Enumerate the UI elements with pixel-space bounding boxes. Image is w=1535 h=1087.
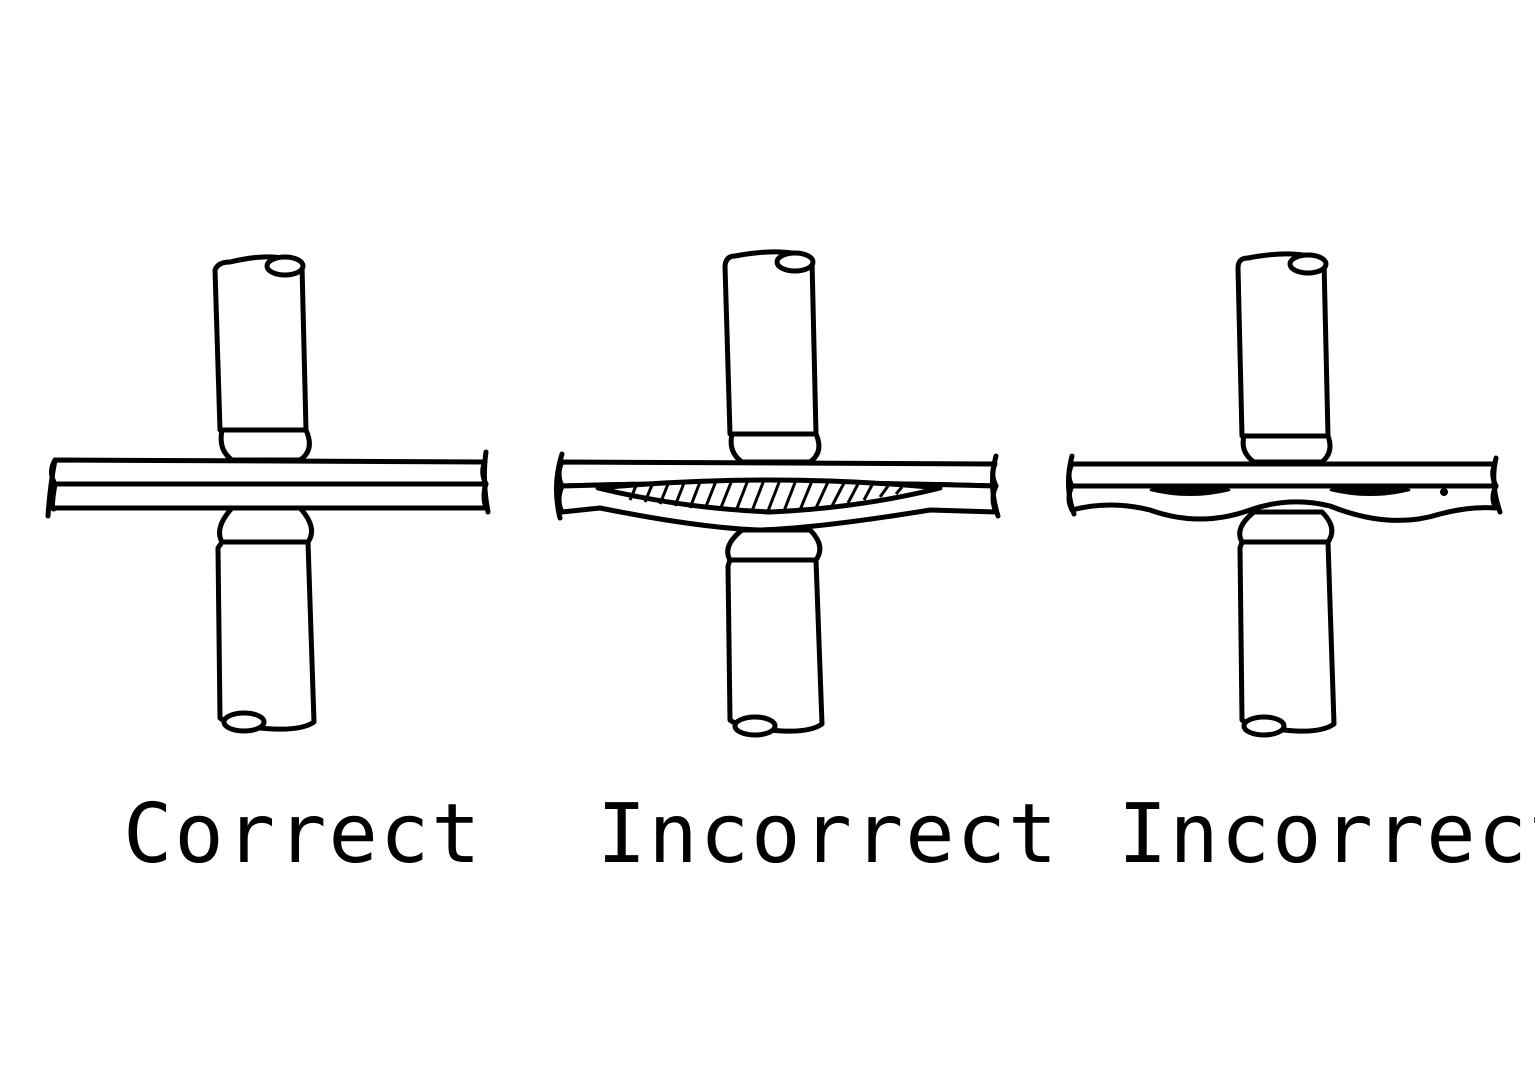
upper-electrode xyxy=(1235,251,1333,465)
electrode-tip xyxy=(218,427,312,463)
electrode-end-cap xyxy=(774,250,816,274)
electrode-tip xyxy=(217,505,315,545)
panel-incorrect-wavy: Incorrect xyxy=(1066,251,1535,882)
electrode-tip xyxy=(1240,433,1333,465)
weld-nugget-pockets xyxy=(1149,484,1448,496)
lower-electrode xyxy=(1237,509,1337,738)
upper-electrode xyxy=(212,254,312,463)
electrode-tip xyxy=(1237,509,1335,545)
caption-incorrect-1: Incorrect xyxy=(597,787,1059,882)
upper-electrode xyxy=(722,249,822,465)
electrode-end-cap xyxy=(732,714,778,738)
sheet-pair-flat xyxy=(45,449,491,519)
electrode-tip xyxy=(725,527,823,563)
panel-correct: Correct xyxy=(45,254,491,882)
lower-electrode xyxy=(215,505,317,734)
weld-nugget-hatched xyxy=(595,477,943,515)
electrode-end-cap xyxy=(221,710,267,734)
electrode-end-cap xyxy=(1287,252,1329,276)
caption-correct: Correct xyxy=(123,787,483,882)
electrode-end-cap xyxy=(264,254,306,278)
lower-electrode xyxy=(725,527,825,738)
electrode-tip xyxy=(728,431,822,465)
caption-incorrect-2: Incorrect xyxy=(1118,787,1535,882)
panel-incorrect-bent: Incorrect xyxy=(553,249,1059,882)
electrode-end-cap xyxy=(1241,714,1287,738)
